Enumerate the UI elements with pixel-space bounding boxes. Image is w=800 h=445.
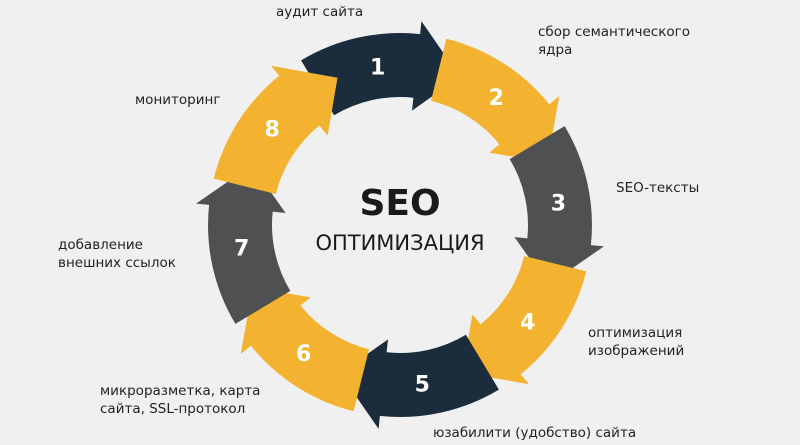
step-6-label: микроразметка, карта сайта, SSL-протокол [100, 382, 260, 418]
step-1-label: аудит сайта [276, 4, 364, 20]
step-2-arrow [431, 38, 560, 163]
step-6-arrow [240, 287, 369, 412]
step-5-arrow [340, 334, 499, 429]
step-6-number: 6 [296, 342, 311, 367]
step-8-label: мониторинг [135, 92, 221, 108]
step-2-label: сбор семантического ядра [538, 23, 690, 59]
step-7-line2: внешних ссылок [58, 255, 176, 271]
step-7-label: добавление внешних ссылок [58, 236, 176, 272]
step-7-arrow [196, 165, 291, 324]
step-5-label: юзабилити (удобство) сайта [433, 425, 637, 441]
step-7-number: 7 [234, 236, 249, 261]
step-4-line2: изображений [588, 343, 685, 359]
step-7-line1: добавление [58, 237, 143, 253]
step-4-number: 4 [520, 310, 535, 335]
step-8-arrow [213, 65, 338, 194]
center-subtitle: ОПТИМИЗАЦИЯ [315, 231, 485, 255]
step-2-line1: сбор семантического [538, 24, 690, 40]
step-4-arrow [462, 256, 587, 385]
step-8-number: 8 [265, 118, 280, 143]
step-2-number: 2 [489, 86, 504, 111]
step-1-number: 1 [370, 56, 385, 81]
step-4-label: оптимизация изображений [588, 324, 684, 360]
step-3-arrow [509, 126, 604, 285]
step-3-number: 3 [551, 192, 566, 217]
step-4-line1: оптимизация [588, 325, 683, 341]
center-title: SEO [359, 183, 441, 224]
step-3-label: SEO-тексты [616, 180, 700, 196]
step-6-line2: сайта, SSL-протокол [100, 401, 246, 417]
step-6-line1: микроразметка, карта [100, 383, 261, 399]
step-2-line2: ядра [538, 42, 573, 58]
step-1-arrow [301, 21, 460, 116]
step-5-number: 5 [415, 372, 430, 397]
